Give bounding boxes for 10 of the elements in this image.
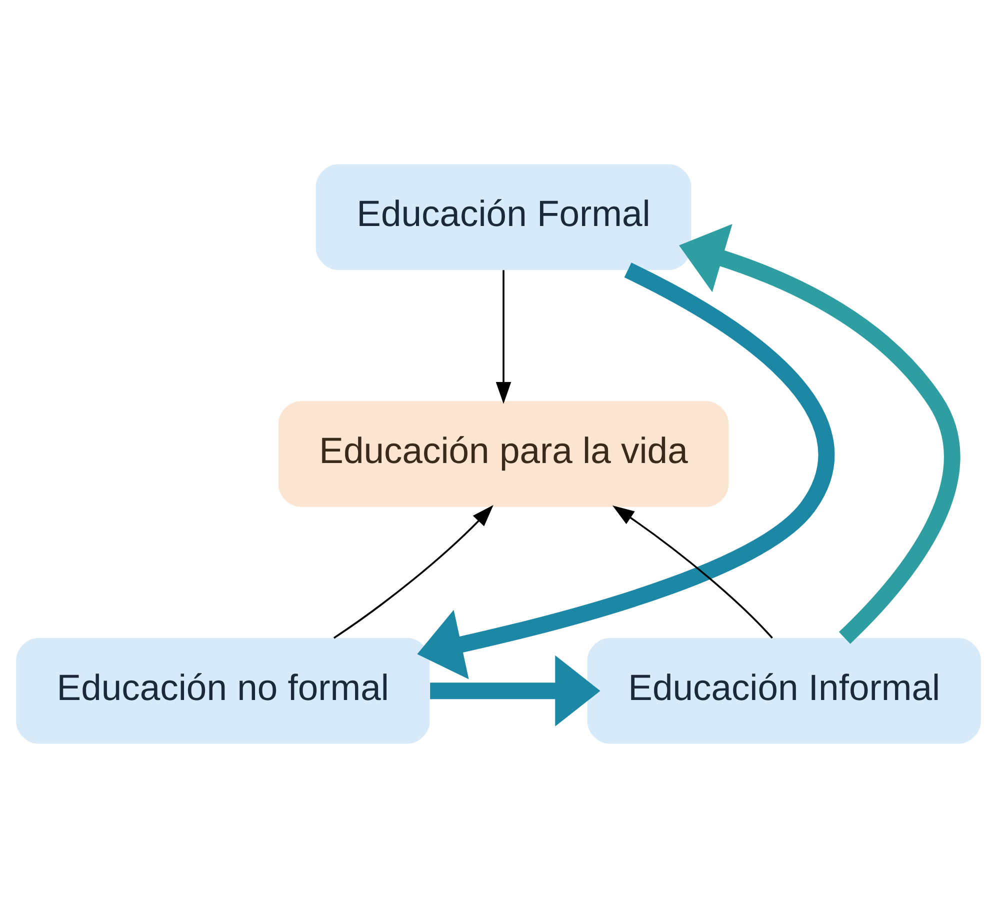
arrow	[679, 223, 960, 644]
node-box: Educación no formal	[16, 638, 430, 744]
arrow	[612, 504, 773, 638]
arrow	[430, 654, 600, 726]
arrow	[417, 262, 834, 679]
arrow	[333, 504, 494, 638]
node-box: Educación para la vida	[278, 400, 729, 506]
node-box: Educación Formal	[316, 164, 692, 270]
arrow	[496, 270, 512, 404]
node-box: Educación Informal	[587, 638, 981, 744]
